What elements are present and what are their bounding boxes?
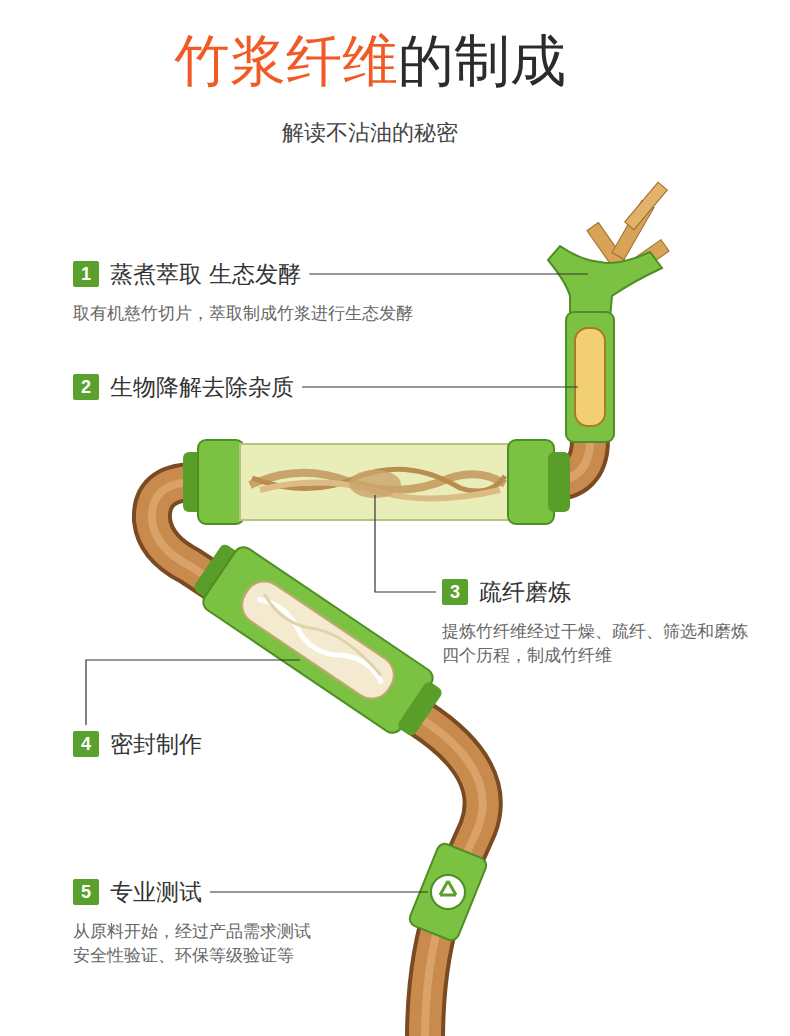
step-heading: 疏纤磨炼 [479, 579, 571, 605]
leader-line [309, 273, 588, 274]
callout-number-text: 5 [81, 879, 91, 905]
callout-number-text: 4 [81, 731, 91, 757]
step-heading: 蒸煮萃取 生态发酵 [110, 261, 301, 287]
capsule-shell [566, 312, 614, 442]
callout-number-text: 1 [81, 261, 91, 287]
step-description: 提炼竹纤维经过干燥、疏纤、筛选和磨炼 四个历程，制成竹纤维 [442, 619, 760, 667]
step-description: 从原料开始，经过产品需求测试 安全性验证、环保等级验证等 [73, 919, 318, 967]
leader-line [210, 891, 428, 892]
callout-number-text: 2 [81, 374, 91, 400]
capsule-vertical [566, 312, 614, 442]
capsule-collar [396, 680, 444, 738]
leader-line [86, 660, 300, 725]
step-callout: 疏纤磨炼提炼竹纤维经过干燥、疏纤、筛选和磨炼 四个历程，制成竹纤维 3 [442, 579, 760, 667]
eco-icon [431, 875, 465, 909]
leader-line [302, 386, 578, 387]
callout-number: 3 [442, 579, 468, 605]
eco-icon-arrows [440, 881, 456, 895]
callout-number-text: 3 [450, 579, 460, 605]
capsule-collar [198, 440, 244, 524]
capsule-diagonal [187, 535, 449, 745]
capsule-body [240, 444, 512, 520]
step-callout: 生物降解去除杂质 2 [73, 374, 294, 400]
capsule-shell [199, 543, 436, 736]
capsule-window [575, 328, 605, 426]
leader-line [375, 495, 436, 592]
capsule-collar [548, 452, 570, 512]
title-wrap: 竹浆纤维的制成 [0, 26, 740, 96]
step-callout: 密封制作 4 [73, 731, 202, 757]
title: 竹浆纤维的制成 [174, 26, 566, 96]
subtitle: 解读不沾油的秘密 [282, 118, 458, 148]
step-heading: 生物降解去除杂质 [110, 374, 294, 400]
step-heading: 专业测试 [110, 879, 202, 905]
step-callout: 蒸煮萃取 生态发酵取有机慈竹切片，萃取制成竹浆进行生态发酵 1 [73, 261, 473, 325]
callout-number: 4 [73, 731, 99, 757]
fiber [260, 590, 385, 681]
step-heading: 密封制作 [110, 731, 202, 757]
capsule-horizontal [183, 440, 570, 524]
subtitle-wrap: 解读不沾油的秘密 [0, 118, 740, 148]
fiber-knot [349, 470, 401, 498]
capsule-collar [508, 440, 554, 524]
step-callout: 专业测试从原料开始，经过产品需求测试 安全性验证、环保等级验证等 5 [73, 879, 318, 967]
bamboo-stick [625, 182, 668, 230]
step-description: 取有机慈竹切片，萃取制成竹浆进行生态发酵 [73, 301, 473, 325]
callout-number: 1 [73, 261, 99, 287]
funnel [548, 246, 662, 318]
callout-number: 2 [73, 374, 99, 400]
capsule-window [234, 574, 401, 707]
callout-number: 5 [73, 879, 99, 905]
